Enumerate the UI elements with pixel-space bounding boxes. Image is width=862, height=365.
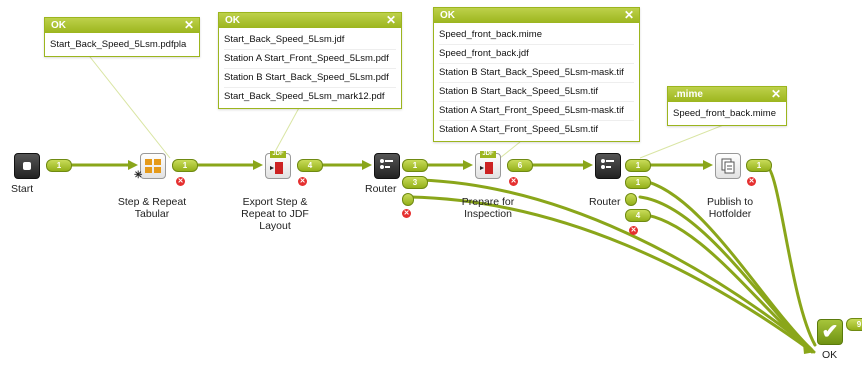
file-row[interactable]: Station A Start_Front_Speed_5Lsm-mask.ti… (439, 101, 634, 120)
node-label-export-jdf: Export Step & Repeat to JDF Layout (230, 196, 320, 232)
output-badge[interactable]: 1 (402, 159, 428, 172)
output-badge[interactable]: 6 (507, 159, 533, 172)
jdf-tag: JDF (270, 151, 286, 158)
file-popup-prepare: OK ✕ Speed_front_back.mime Speed_front_b… (433, 7, 640, 142)
popup-title: .mime (674, 89, 703, 100)
output-badge[interactable]: 4 (625, 209, 651, 222)
node-label-router-1: Router (365, 183, 397, 195)
close-icon[interactable]: ✕ (623, 8, 634, 22)
output-badge[interactable]: 3 (402, 176, 428, 189)
popup-title: OK (51, 20, 66, 31)
file-row[interactable]: Station A Start_Front_Speed_5Lsm.pdf (224, 49, 396, 68)
error-icon[interactable]: ✕ (298, 177, 307, 186)
node-label-prepare: Prepare for Inspection (452, 196, 524, 220)
jdf-export-icon[interactable]: JDF (265, 151, 291, 179)
output-badge-empty[interactable] (625, 193, 637, 206)
file-popup-export-jdf: OK ✕ Start_Back_Speed_5Lsm.jdf Station A… (218, 12, 402, 109)
file-popup-publish: .mime ✕ Speed_front_back.mime (667, 86, 787, 126)
file-row[interactable]: Start_Back_Speed_5Lsm_mark12.pdf (224, 87, 396, 106)
count-badge[interactable]: 9 (846, 318, 862, 331)
node-label-start: Start (11, 183, 34, 195)
file-row[interactable]: Station A Start_Front_Speed_5Lsm.tif (439, 120, 634, 139)
jdf-tag: JDF (480, 151, 496, 158)
error-icon[interactable]: ✕ (629, 226, 638, 235)
file-row[interactable]: Station B Start_Back_Speed_5Lsm.tif (439, 82, 634, 101)
node-label-router-2: Router (589, 196, 621, 208)
close-icon[interactable]: ✕ (183, 18, 194, 32)
error-icon[interactable]: ✕ (402, 209, 411, 218)
node-label-publish: Publish to Hotfolder (697, 196, 763, 220)
node-label-text: Publish to Hotfolder (706, 196, 754, 220)
file-row[interactable]: Speed_front_back.jdf (439, 44, 634, 63)
error-icon[interactable]: ✕ (176, 177, 185, 186)
error-icon[interactable]: ✕ (747, 177, 756, 186)
output-badge-empty[interactable] (402, 193, 414, 206)
file-row[interactable]: Station B Start_Back_Speed_5Lsm.pdf (224, 68, 396, 87)
popup-title: OK (225, 15, 240, 26)
file-row[interactable]: Station B Start_Back_Speed_5Lsm-mask.tif (439, 63, 634, 82)
checkmark-icon[interactable]: ✔ (817, 319, 843, 345)
node-label-text: Step & Repeat Tabular (117, 196, 187, 220)
file-row[interactable]: Start_Back_Speed_5Lsm.pdfpla (50, 39, 187, 50)
output-badge[interactable]: 4 (297, 159, 323, 172)
start-icon[interactable] (14, 153, 40, 179)
node-label-step-repeat: Step & Repeat Tabular (112, 196, 192, 220)
output-badge[interactable]: 1 (625, 176, 651, 189)
popup-header: OK ✕ (219, 13, 401, 28)
error-icon[interactable]: ✕ (509, 177, 518, 186)
router-icon[interactable] (374, 153, 400, 179)
file-popup-step-repeat: OK ✕ Start_Back_Speed_5Lsm.pdfpla (44, 17, 200, 57)
popup-header: OK ✕ (434, 8, 639, 23)
file-row[interactable]: Start_Back_Speed_5Lsm.jdf (224, 34, 345, 45)
close-icon[interactable]: ✕ (385, 13, 396, 27)
router-icon[interactable] (595, 153, 621, 179)
output-badge[interactable]: 1 (746, 159, 772, 172)
file-row[interactable]: Speed_front_back.mime (673, 108, 776, 119)
jdf-prepare-icon[interactable]: JDF (475, 151, 501, 179)
popup-header: OK ✕ (45, 18, 199, 33)
output-badge[interactable]: 1 (625, 159, 651, 172)
file-row[interactable]: Speed_front_back.mime (439, 29, 542, 40)
close-icon[interactable]: ✕ (770, 87, 781, 101)
node-label-text: Export Step & Repeat to JDF Layout (241, 196, 309, 232)
popup-title: OK (440, 10, 455, 21)
output-badge[interactable]: 1 (172, 159, 198, 172)
node-label-text: Prepare for Inspection (461, 196, 515, 220)
asterisk-icon: ✳ (134, 170, 143, 181)
popup-header: .mime ✕ (668, 87, 786, 102)
output-badge[interactable]: 1 (46, 159, 72, 172)
step-repeat-icon[interactable] (140, 153, 166, 179)
node-label-ok: OK (822, 349, 838, 361)
publish-icon[interactable] (715, 153, 741, 179)
